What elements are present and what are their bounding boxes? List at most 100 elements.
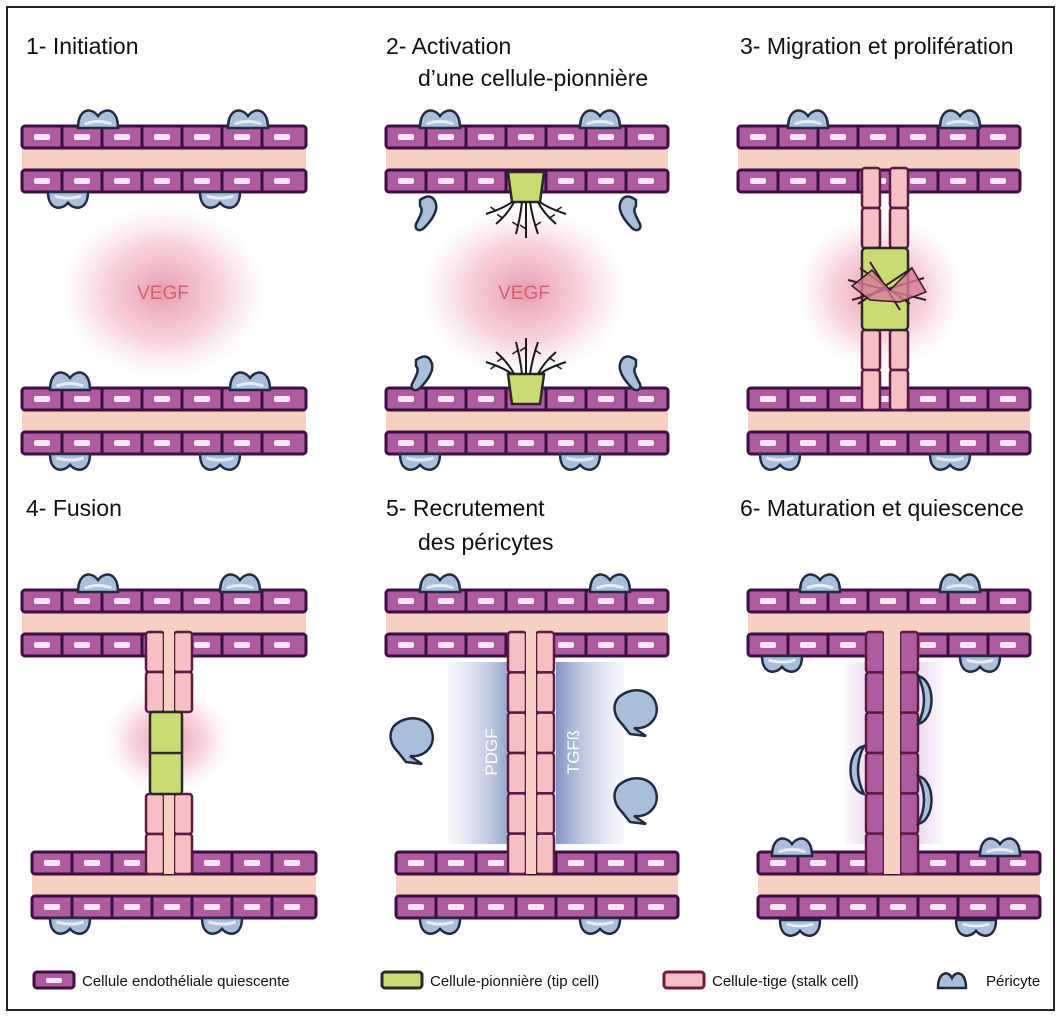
stalk-cell: [174, 794, 192, 834]
pericyte: [50, 373, 90, 390]
legend-swatch: [382, 972, 422, 988]
stalk-cell: [146, 794, 164, 834]
detached-pericyte: [620, 357, 641, 391]
vegf-label-activation: VEGF: [498, 283, 550, 304]
endothelial-nucleus: [558, 642, 574, 648]
endothelial-nucleus: [194, 134, 210, 140]
free-pericyte-left: [391, 718, 433, 764]
stalk-cell: [536, 753, 554, 793]
stalk-cell: [536, 632, 554, 672]
endothelial-nucleus: [194, 440, 210, 446]
endothelial-nucleus: [488, 904, 504, 910]
pericyte: [420, 575, 460, 592]
stalk-cell: [174, 672, 192, 712]
stalk-cell: [536, 793, 554, 833]
endothelial-nucleus: [850, 904, 866, 910]
legend-item: Cellule endothéliale quiescente: [34, 972, 290, 990]
endothelial-nucleus: [598, 440, 614, 446]
pericyte: [580, 111, 620, 128]
stalk-cell: [174, 834, 192, 874]
endothelial-nucleus: [34, 642, 50, 648]
endothelial-nucleus: [1000, 598, 1016, 604]
endothelial-nucleus: [930, 860, 946, 866]
endothelial-nucleus: [518, 598, 534, 604]
endothelial-nucleus: [234, 178, 250, 184]
endothelial-nucleus: [204, 860, 220, 866]
endothelial-nucleus: [970, 860, 986, 866]
stalk-cell: [866, 834, 884, 874]
endothelial-nucleus: [790, 134, 806, 140]
stalk-cell: [890, 168, 908, 208]
endothelial-nucleus: [438, 396, 454, 402]
stalk-column-fusion-lower-right: [174, 794, 192, 874]
endothelial-nucleus: [880, 598, 896, 604]
endothelial-nucleus: [800, 440, 816, 446]
legend-item: Cellule-tige (stalk cell): [664, 972, 859, 990]
stalk-cell: [508, 834, 526, 874]
endothelial-nucleus: [850, 860, 866, 866]
endothelial-nucleus: [124, 904, 140, 910]
pericyte: [762, 656, 802, 672]
endothelial-nucleus: [398, 598, 414, 604]
endothelial-nucleus: [478, 134, 494, 140]
vegf-label-initiation: VEGF: [137, 283, 189, 304]
endothelial-nucleus: [598, 134, 614, 140]
endothelial-nucleus: [1000, 642, 1016, 648]
stalk-column-maturation-right: [900, 632, 918, 874]
endothelial-nucleus: [34, 598, 50, 604]
stalk-column-fusion-upper-right: [174, 632, 192, 712]
stalk-cell: [508, 713, 526, 753]
pericyte: [420, 918, 460, 934]
endothelial-nucleus: [598, 642, 614, 648]
pericyte: [50, 918, 90, 934]
endothelial-nucleus: [558, 396, 574, 402]
endothelial-nucleus: [114, 642, 130, 648]
panel-title-fusion: 4- Fusion: [26, 495, 122, 521]
endothelial-nucleus: [478, 440, 494, 446]
endothelial-nucleus: [194, 396, 210, 402]
svg-text:4- Fusion: 4- Fusion: [26, 495, 122, 521]
endothelial-nucleus: [438, 598, 454, 604]
stalk-column-maturation-left: [866, 632, 884, 874]
endothelial-nucleus: [638, 178, 654, 184]
endothelial-nucleus: [408, 904, 424, 910]
panel-title-initiation: 1- Initiation: [26, 33, 139, 59]
endothelial-nucleus: [154, 440, 170, 446]
endothelial-nucleus: [638, 598, 654, 604]
endothelial-nucleus: [34, 178, 50, 184]
pericyte: [48, 192, 88, 208]
legend-label: Cellule endothéliale quiescente: [82, 973, 290, 990]
endothelial-nucleus: [274, 598, 290, 604]
endothelial-nucleus: [970, 904, 986, 910]
endothelial-nucleus: [910, 134, 926, 140]
endothelial-nucleus: [398, 440, 414, 446]
panel-title-migration: 3- Migration et prolifération: [740, 33, 1014, 59]
endothelial-nucleus: [800, 396, 816, 402]
pericyte: [200, 454, 240, 470]
endothelial-nucleus: [408, 860, 424, 866]
endothelial-nucleus: [488, 860, 504, 866]
pericyte: [940, 575, 980, 592]
stalk-column-recruitment-right: [536, 632, 554, 874]
sprout-lumen-maturation: [884, 632, 900, 874]
svg-text:d’une cellule-pionnière: d’une cellule-pionnière: [418, 65, 648, 91]
stalk-column-fusion-lower: [146, 794, 164, 874]
stalk-cell: [536, 713, 554, 753]
legend-label: Péricyte: [986, 973, 1040, 990]
endothelial-nucleus: [478, 598, 494, 604]
endothelial-nucleus: [638, 440, 654, 446]
endothelial-nucleus: [398, 396, 414, 402]
endothelial-nucleus: [800, 598, 816, 604]
stalk-cell: [866, 713, 884, 753]
endothelial-nucleus: [114, 598, 130, 604]
endothelial-nucleus: [448, 904, 464, 910]
pericyte: [930, 454, 970, 470]
stalk-column-migration-upper-right: [890, 168, 908, 248]
endothelial-nucleus: [154, 178, 170, 184]
stalk-cell: [862, 168, 880, 208]
stalk-cell: [862, 370, 880, 410]
endothelial-nucleus: [750, 134, 766, 140]
pericyte: [580, 918, 620, 934]
panel-title-maturation: 6- Maturation et quiescence: [740, 495, 1024, 521]
